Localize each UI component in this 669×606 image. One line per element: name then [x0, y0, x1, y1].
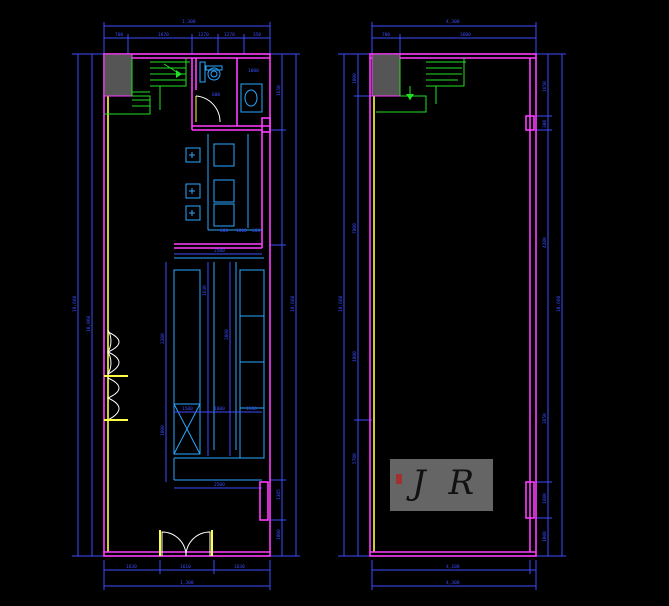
r-right-seg-4: 3650: [542, 413, 548, 424]
stair-left: [104, 58, 190, 115]
left-plan: 1,300 700 1670 1270 1270 350 1630 1610 1…: [72, 19, 300, 590]
dim-wc-2: 600: [212, 92, 220, 98]
r-bottom-total: 4,300: [446, 580, 460, 586]
watermark-letters: J R: [412, 463, 481, 503]
r-top-dimensions: 4,300 700 3600: [371, 19, 537, 54]
right-side-dimensions: 10,660 1650 1305 1000: [270, 53, 300, 557]
r-top-seg-2: 3600: [460, 32, 471, 38]
r-right-seg-2: 300: [542, 120, 548, 128]
r-left-dimensions: 10,660 1000 7800 1000 5700: [338, 53, 372, 557]
left-top-seg-2: 1670: [158, 32, 169, 38]
r-outer-wall: [369, 53, 537, 557]
left-bottom-dimensions: 1630 1610 1630 1,300: [103, 560, 271, 590]
r-niche-upper: [525, 115, 535, 131]
r-left-seg-2: 7800: [352, 223, 358, 234]
side-door-lower: [104, 377, 128, 421]
left-outer-wall: [103, 53, 271, 557]
right-wall-niche: [259, 481, 269, 521]
left-outer-total: 10,660: [72, 295, 78, 312]
dim-sink-len: 2060: [224, 329, 230, 340]
interior-partition: [174, 130, 263, 249]
left-top-seg-3: 1270: [198, 32, 209, 38]
r-right-seg-6: 1000: [542, 531, 548, 542]
left-bottom-seg-2: 1610: [180, 564, 191, 570]
right-outer-total: 10,660: [290, 295, 296, 312]
dim-bottom-run: 2500: [214, 482, 225, 488]
right-seg-3: 1000: [276, 529, 282, 540]
right-plan: 4,300 700 3600 4,100 4,300 10,660 1000 7…: [338, 19, 566, 590]
left-top-seg-4: 1270: [224, 32, 235, 38]
r-left-seg-4: 5700: [352, 453, 358, 464]
r-right-seg-1: 1650: [542, 81, 548, 92]
wc-door: [195, 95, 221, 123]
r-bottom-inner: 4,100: [446, 564, 460, 570]
right-seg-1: 1650: [276, 85, 282, 96]
dim-cab-h-1: 1000: [214, 406, 225, 412]
left-top-seg-5: 350: [253, 32, 261, 38]
r-left-seg-3: 1000: [352, 351, 358, 362]
left-top-total: 1,300: [182, 19, 196, 25]
dim-cab-w-1: 1500: [182, 406, 193, 412]
r-top-seg-1: 700: [382, 32, 390, 38]
watermark-seal: [396, 474, 402, 484]
dim-bench-c: 600: [252, 228, 260, 234]
column-top-left: [103, 53, 133, 97]
side-door-upper: [104, 329, 128, 377]
r-right-dimensions: 10,660 1650 300 4200 3650 1600 1000: [536, 53, 566, 557]
entrance-door: [159, 530, 213, 557]
sink-fixture: [240, 83, 263, 113]
dim-cab-w-2: 1500: [246, 406, 257, 412]
counter: [173, 257, 265, 481]
r-niche-lower: [525, 481, 535, 519]
dim-bench-b: 1000: [236, 228, 247, 234]
r-right-seg-5: 1600: [542, 493, 548, 504]
r-bottom-dimensions: 4,100 4,300: [371, 560, 537, 590]
r-right-seg-3: 4200: [542, 237, 548, 248]
left-bottom-seg-1: 1630: [126, 564, 137, 570]
toilet-fixture: [199, 61, 223, 83]
dim-wc: 1000: [248, 68, 259, 74]
watermark-logo: [390, 459, 493, 511]
dim-cab-h-2: 1000: [160, 425, 166, 436]
left-top-dimensions: 1,300 700 1670 1270 1270 350: [103, 19, 271, 54]
r-right-total: 10,660: [556, 295, 562, 312]
r-stair: [376, 58, 466, 113]
left-side-dimensions: 10,660 10,060: [72, 53, 104, 557]
dim-upper-w: 2500: [214, 248, 225, 254]
r-column-top-left: [371, 53, 401, 97]
seating: [185, 134, 262, 231]
r-left-seg-1: 1000: [352, 73, 358, 84]
wc-walls: [191, 58, 271, 133]
dim-shelf-len: 1640: [202, 285, 208, 296]
left-inner-total: 10,060: [86, 315, 92, 332]
right-seg-2: 1305: [276, 489, 282, 500]
interior-dimensions: 2500 2200 2060 1640 1500 1000 1500 2500 …: [160, 68, 262, 489]
left-bottom-total: 1,300: [180, 580, 194, 586]
dim-counter-len: 2200: [160, 333, 166, 344]
r-top-total: 4,300: [446, 19, 460, 25]
dim-bench-a: 600: [220, 228, 228, 234]
r-left-total: 10,660: [338, 295, 344, 312]
left-bottom-seg-3: 1630: [234, 564, 245, 570]
left-top-seg-1: 700: [115, 32, 123, 38]
